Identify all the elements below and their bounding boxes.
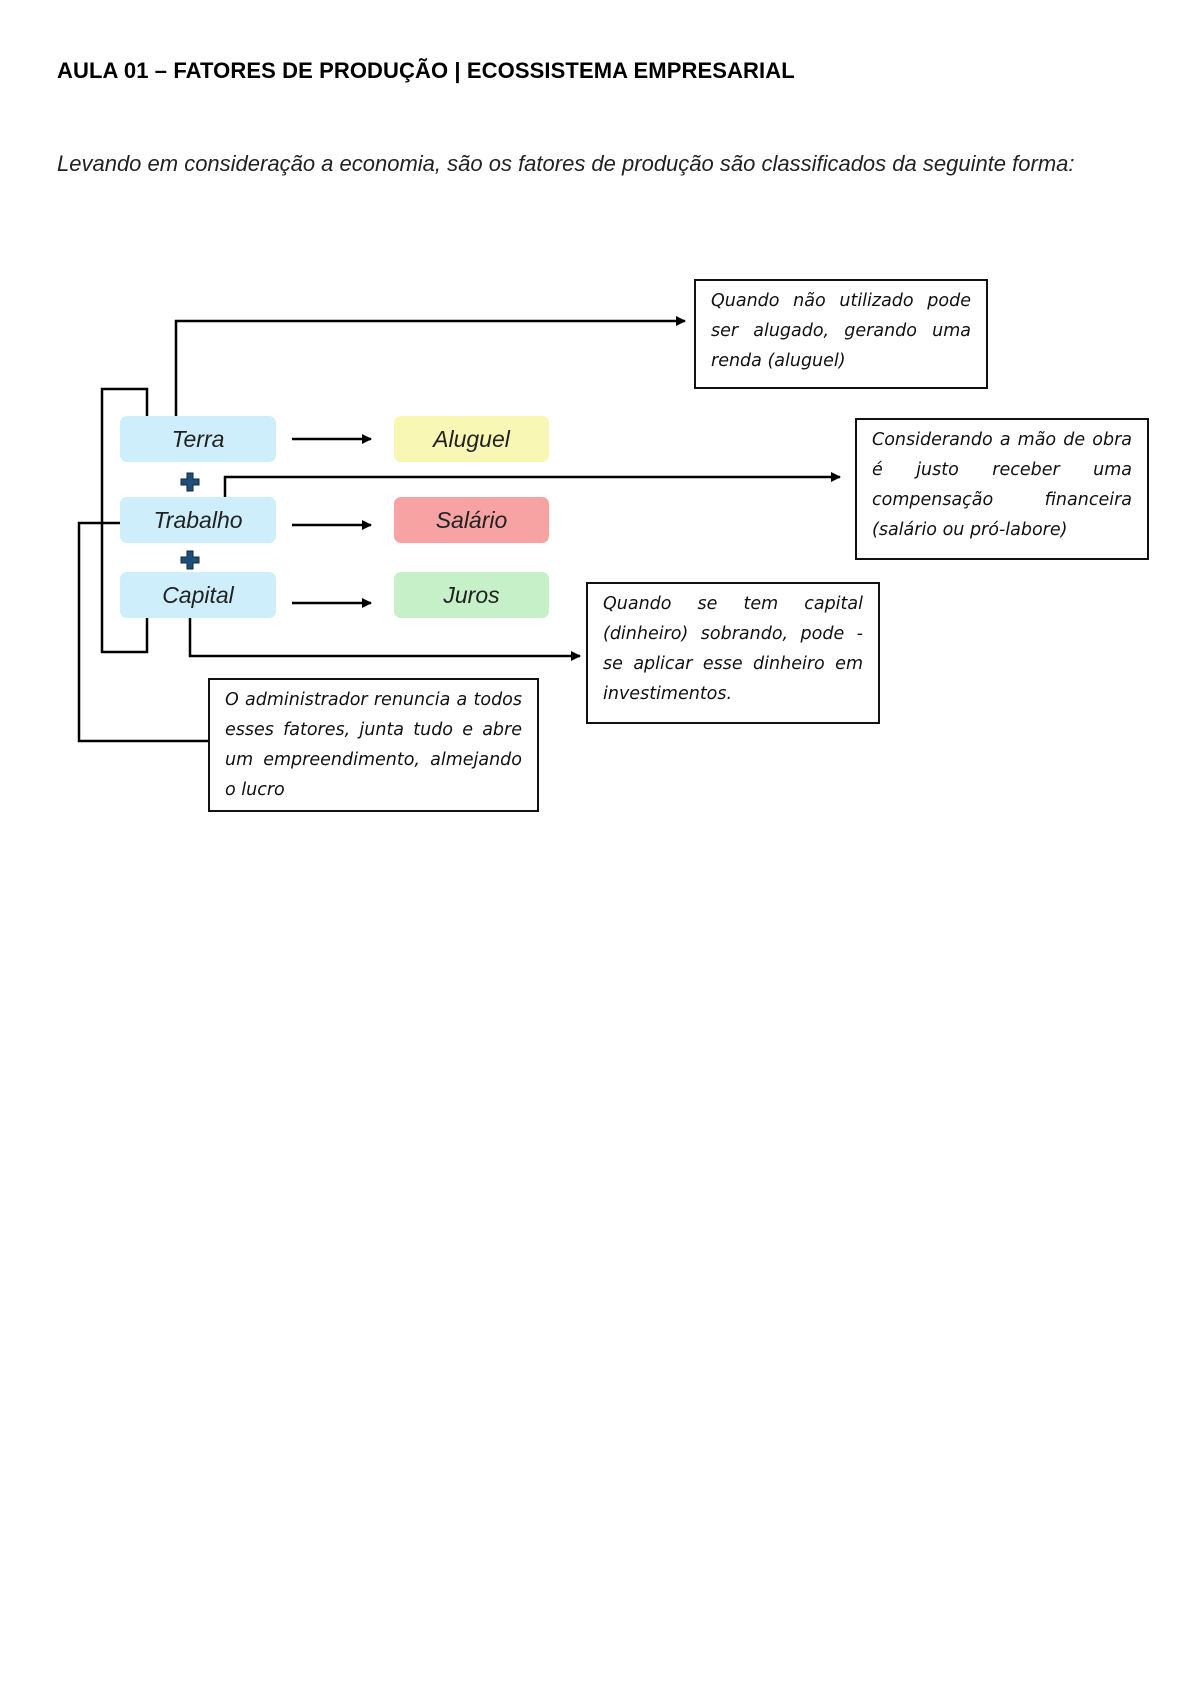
reward-aluguel: Aluguel xyxy=(394,416,549,462)
intro-paragraph: Levando em consideração a economia, são … xyxy=(57,151,1075,176)
plus-icon xyxy=(180,472,200,492)
note-trabalho: Considerando a mão de obra é justo receb… xyxy=(855,418,1149,560)
reward-juros: Juros xyxy=(394,572,549,618)
note-capital: Quando se tem capital (dinheiro) sobrand… xyxy=(586,582,880,724)
administrador-bracket xyxy=(77,521,210,743)
factor-terra: Terra xyxy=(120,416,276,462)
factors-bracket xyxy=(100,387,149,654)
factor-trabalho: Trabalho xyxy=(120,497,276,543)
connector-terra-note xyxy=(174,316,686,416)
note-administrador: O administrador renuncia a todos esses f… xyxy=(208,678,539,812)
factor-capital: Capital xyxy=(120,572,276,618)
note-terra: Quando não utilizado pode ser alugado, g… xyxy=(694,279,988,389)
connector-capital-note xyxy=(188,618,581,661)
plus-icon xyxy=(180,550,200,570)
reward-salario: Salário xyxy=(394,497,549,543)
page-title: AULA 01 – FATORES DE PRODUÇÃO | ECOSSIST… xyxy=(57,58,795,83)
connector-trabalho-note xyxy=(223,472,841,497)
